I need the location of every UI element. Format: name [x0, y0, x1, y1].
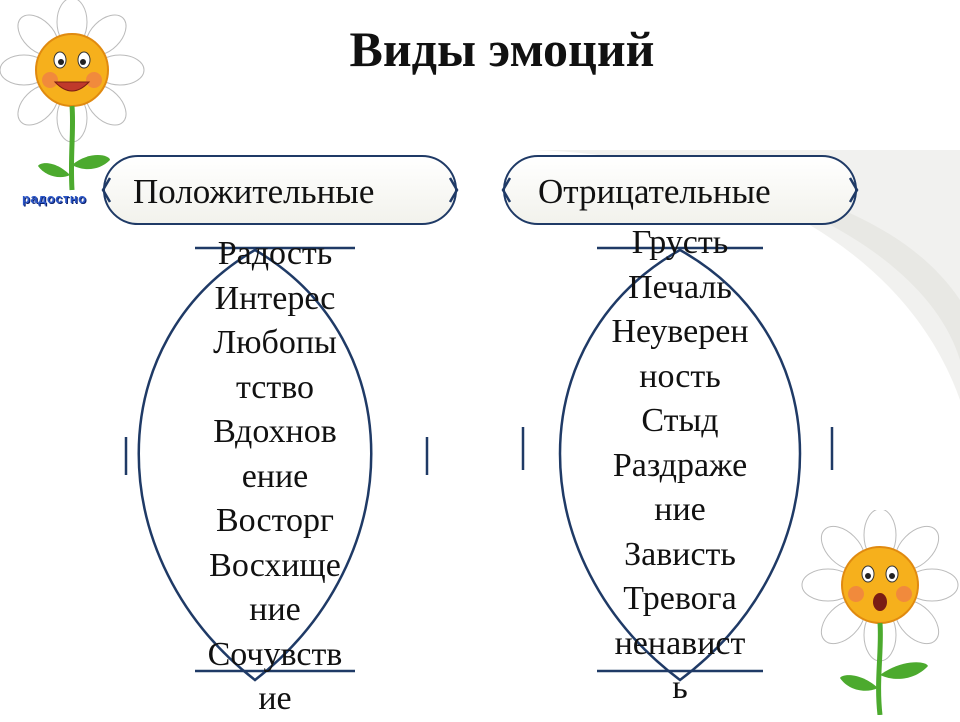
list-item: Вдохнов: [213, 413, 337, 450]
negative-lens-outline: [558, 248, 802, 682]
list-item: Интерес: [214, 279, 336, 317]
list-item: Грусть: [631, 224, 729, 261]
smiling-flower-icon: [0, 0, 145, 191]
flower-caption: радостно: [22, 191, 87, 206]
list-item: ение: [241, 457, 309, 495]
positive-header-label: Положительные: [133, 172, 375, 211]
list-item: ность: [639, 357, 721, 395]
negative-pill-bracket-left: [501, 177, 512, 203]
negative-header-pill: [503, 155, 857, 225]
positive-pill-bracket-left: [101, 177, 112, 203]
list-item: ие: [258, 680, 292, 717]
negative-pill-bracket-right: [848, 177, 859, 203]
list-item: Зависть: [624, 535, 736, 573]
list-item: Сочувств: [207, 635, 343, 673]
positive-emotions-list: Радость Интерес Любопы тство Вдохнов ени…: [190, 232, 360, 722]
list-item: Неуверен: [611, 313, 749, 350]
list-item: Восторг: [216, 502, 334, 539]
list-item: ненавист: [614, 624, 746, 662]
list-item: Раздраже: [612, 446, 748, 484]
list-item: ь: [672, 669, 688, 706]
list-item: Стыд: [641, 402, 719, 439]
list-item: Любопы: [213, 324, 337, 361]
surprised-flower-icon: [801, 510, 959, 715]
list-item: Тревога: [623, 580, 737, 617]
page-title: Виды эмоций: [349, 21, 655, 77]
positive-lens-outline: [137, 248, 373, 682]
list-item: тство: [235, 368, 315, 406]
positive-pill-bracket-right: [448, 177, 459, 203]
positive-header-pill: [103, 155, 457, 225]
negative-header-label: Отрицательные: [538, 172, 771, 211]
list-item: ние: [249, 591, 301, 628]
list-item: Радость: [217, 235, 333, 272]
list-item: Печаль: [628, 268, 732, 306]
list-item: Восхище: [209, 546, 341, 584]
list-item: ние: [654, 491, 706, 528]
negative-emotions-list: Грусть Печаль Неуверен ность Стыд Раздра…: [590, 221, 770, 711]
